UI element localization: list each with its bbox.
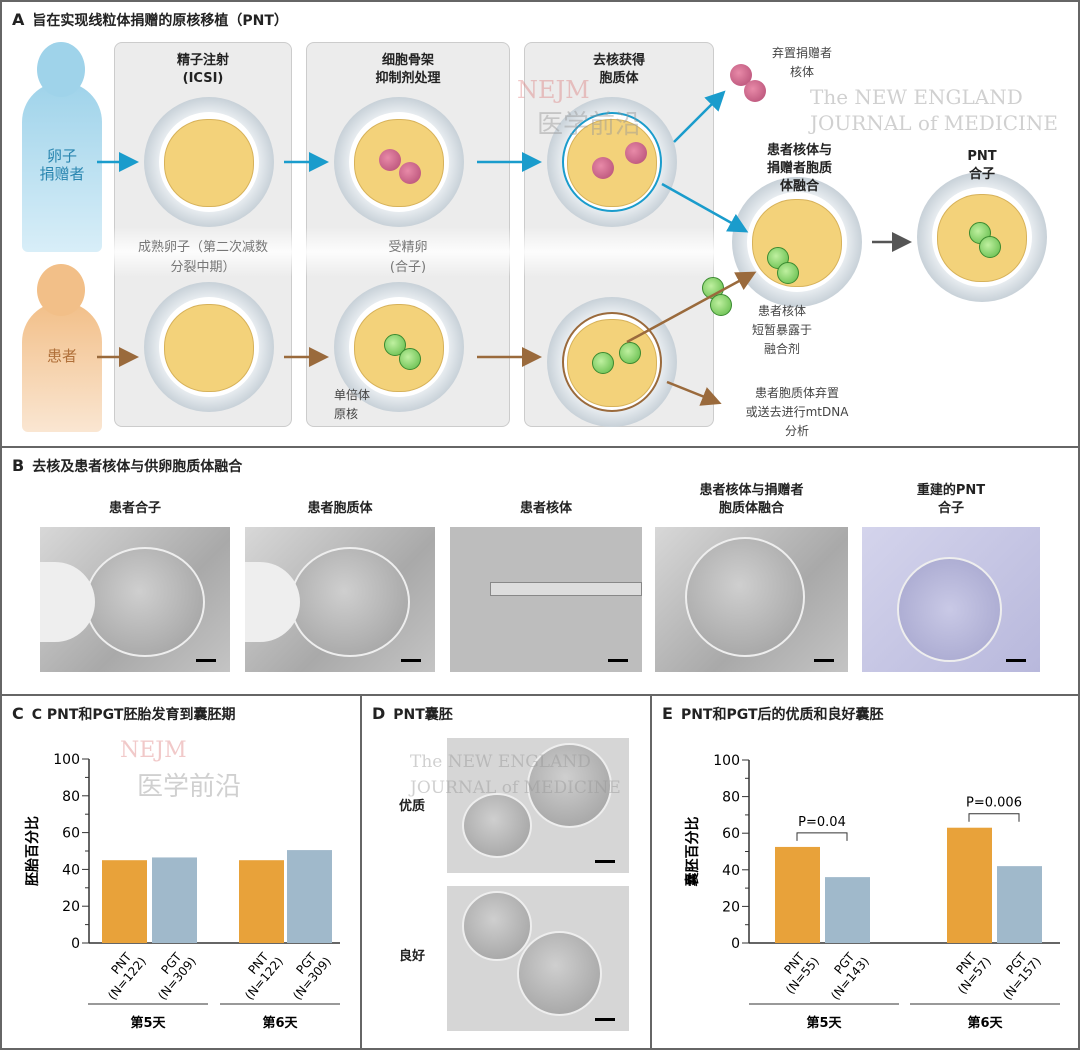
y-tick-label: 60 — [62, 826, 80, 842]
y-tick-label: 60 — [722, 826, 740, 842]
step-icsi-label: 精子注射 (ICSI) — [176, 53, 229, 86]
y-axis-label: 囊胚百分比 — [684, 817, 701, 888]
donor-egg-icsi — [144, 97, 274, 227]
bar-category-label: PGT(N=309) — [279, 945, 333, 1002]
chart-e: 0 20 40 60 80 100 囊胚百分比 PNT(N=55)PGT(N=143) PNT(… — [684, 753, 1060, 1031]
bar-pgt — [825, 877, 870, 943]
bar-pnt — [775, 846, 820, 943]
bar-pgt — [152, 857, 197, 943]
bar-category-label: PNT(N=55) — [772, 945, 822, 996]
micrograph-good-quality-blastocyst — [447, 886, 629, 1031]
image-label-reconstructed: 重建的PNT 合子 — [916, 483, 986, 516]
patient-silhouette — [22, 302, 102, 432]
micrograph-fusion — [655, 527, 848, 672]
patient-karyoplast-removal — [547, 297, 677, 427]
donor-silhouette — [22, 82, 102, 252]
patient-egg-icsi — [144, 282, 274, 412]
yixue-watermark: 医学前沿 — [537, 110, 642, 140]
bar-pnt — [947, 827, 992, 943]
chart-c: 020406080100胚胎百分比PNT(N=122)PGT(N=309)PNT… — [24, 752, 340, 1031]
journal-watermark: The NEW ENGLAND JOURNAL of MEDICINE — [410, 752, 621, 798]
nejm-watermark: NEJM — [517, 76, 590, 104]
donor-label: 卵子 捐赠者 — [39, 147, 85, 183]
patient-label: 患者 — [46, 347, 77, 365]
bar-pnt — [102, 860, 147, 943]
bar-category-label: PGT(N=157) — [989, 945, 1043, 1002]
y-tick-label: 0 — [71, 936, 80, 952]
patient-zygote — [334, 282, 464, 412]
bar-category-label: PNT(N=122) — [94, 945, 148, 1002]
y-tick-label: 40 — [62, 862, 80, 878]
micrograph-reconstructed-pnt-zygote — [862, 527, 1040, 672]
donor-zygote — [334, 97, 464, 227]
zygote-label: 受精卵 (合子) — [388, 240, 428, 275]
nejm-watermark: NEJM — [120, 738, 187, 763]
top-quality-label: 优质 — [398, 799, 425, 814]
fusion-agent-label: 患者核体 短暂暴露于 融合剂 — [751, 304, 812, 356]
image-label-fusion: 患者核体与捐赠者 胞质体融合 — [699, 483, 804, 516]
step-inhibitor-label: 细胞骨架 抑制剂处理 — [375, 53, 441, 86]
image-label-patient-karyoplast: 患者核体 — [519, 501, 572, 516]
p-value-label: P=0.006 — [966, 796, 1022, 811]
patient-cytoplast-label: 患者胞质体弃置 或送去进行mtDNA 分析 — [745, 386, 849, 438]
significance-bracket — [796, 832, 848, 841]
micrograph-top-quality-blastocyst — [447, 738, 629, 873]
donor-cytoplast — [547, 97, 677, 227]
bar-pgt — [287, 850, 332, 943]
patient-karyoplast — [710, 294, 732, 316]
discard-donor-label: 弃置捐赠者 核体 — [771, 46, 832, 79]
pnt-zygote-label: PNT 合子 — [967, 149, 997, 182]
image-label-patient-cytoplast: 患者胞质体 — [307, 501, 373, 516]
donor-head — [37, 42, 85, 97]
good-quality-label: 良好 — [398, 949, 425, 964]
p-value-label: P=0.04 — [798, 815, 846, 830]
discarded-donor-nucleus — [730, 64, 752, 86]
pnt-zygote-egg — [917, 172, 1047, 302]
y-tick-label: 0 — [731, 936, 740, 952]
journal-watermark: The NEW ENGLAND JOURNAL of MEDICINE — [810, 85, 1059, 135]
haploid-label: 单倍体 原核 — [334, 388, 371, 421]
bar-pnt — [239, 860, 284, 943]
fusion-egg — [732, 177, 862, 307]
divider-band — [102, 227, 722, 277]
mature-egg-label: 成熟卵子（第二次减数 分裂中期） — [137, 240, 268, 275]
step-enucleation-label: 去核获得 胞质体 — [592, 53, 645, 86]
group-label: 第5天 — [806, 1015, 842, 1031]
bar-category-label: PNT(N=57) — [944, 945, 994, 996]
flow-arrows — [97, 90, 912, 406]
y-tick-label: 20 — [722, 899, 740, 915]
y-tick-label: 100 — [53, 752, 80, 768]
significance-bracket — [968, 813, 1020, 822]
yixue-watermark: 医学前沿 — [137, 772, 242, 802]
patient-head — [37, 264, 85, 316]
micrograph-patient-karyoplast — [450, 527, 642, 672]
group-label: 第5天 — [130, 1015, 166, 1031]
image-label-patient-zygote: 患者合子 — [108, 501, 161, 516]
y-tick-label: 20 — [62, 899, 80, 915]
y-tick-label: 80 — [722, 790, 740, 806]
y-tick-label: 80 — [62, 789, 80, 805]
y-axis-label: 胚胎百分比 — [24, 816, 41, 886]
discarded-donor-nucleus — [744, 80, 766, 102]
micrograph-patient-zygote — [40, 527, 230, 672]
y-tick-label: 40 — [722, 863, 740, 879]
group-label: 第6天 — [262, 1015, 298, 1031]
micrograph-patient-cytoplast — [245, 527, 435, 672]
fusion-label: 患者核体与 捐赠者胞质 体融合 — [766, 143, 832, 194]
bar-category-label: PGT(N=143) — [817, 945, 871, 1002]
group-label: 第6天 — [967, 1015, 1003, 1031]
y-tick-label: 100 — [713, 753, 740, 769]
bar-category-label: PGT(N=309) — [144, 945, 198, 1002]
bar-category-label: PNT(N=122) — [231, 945, 285, 1002]
bar-pgt — [997, 866, 1042, 943]
